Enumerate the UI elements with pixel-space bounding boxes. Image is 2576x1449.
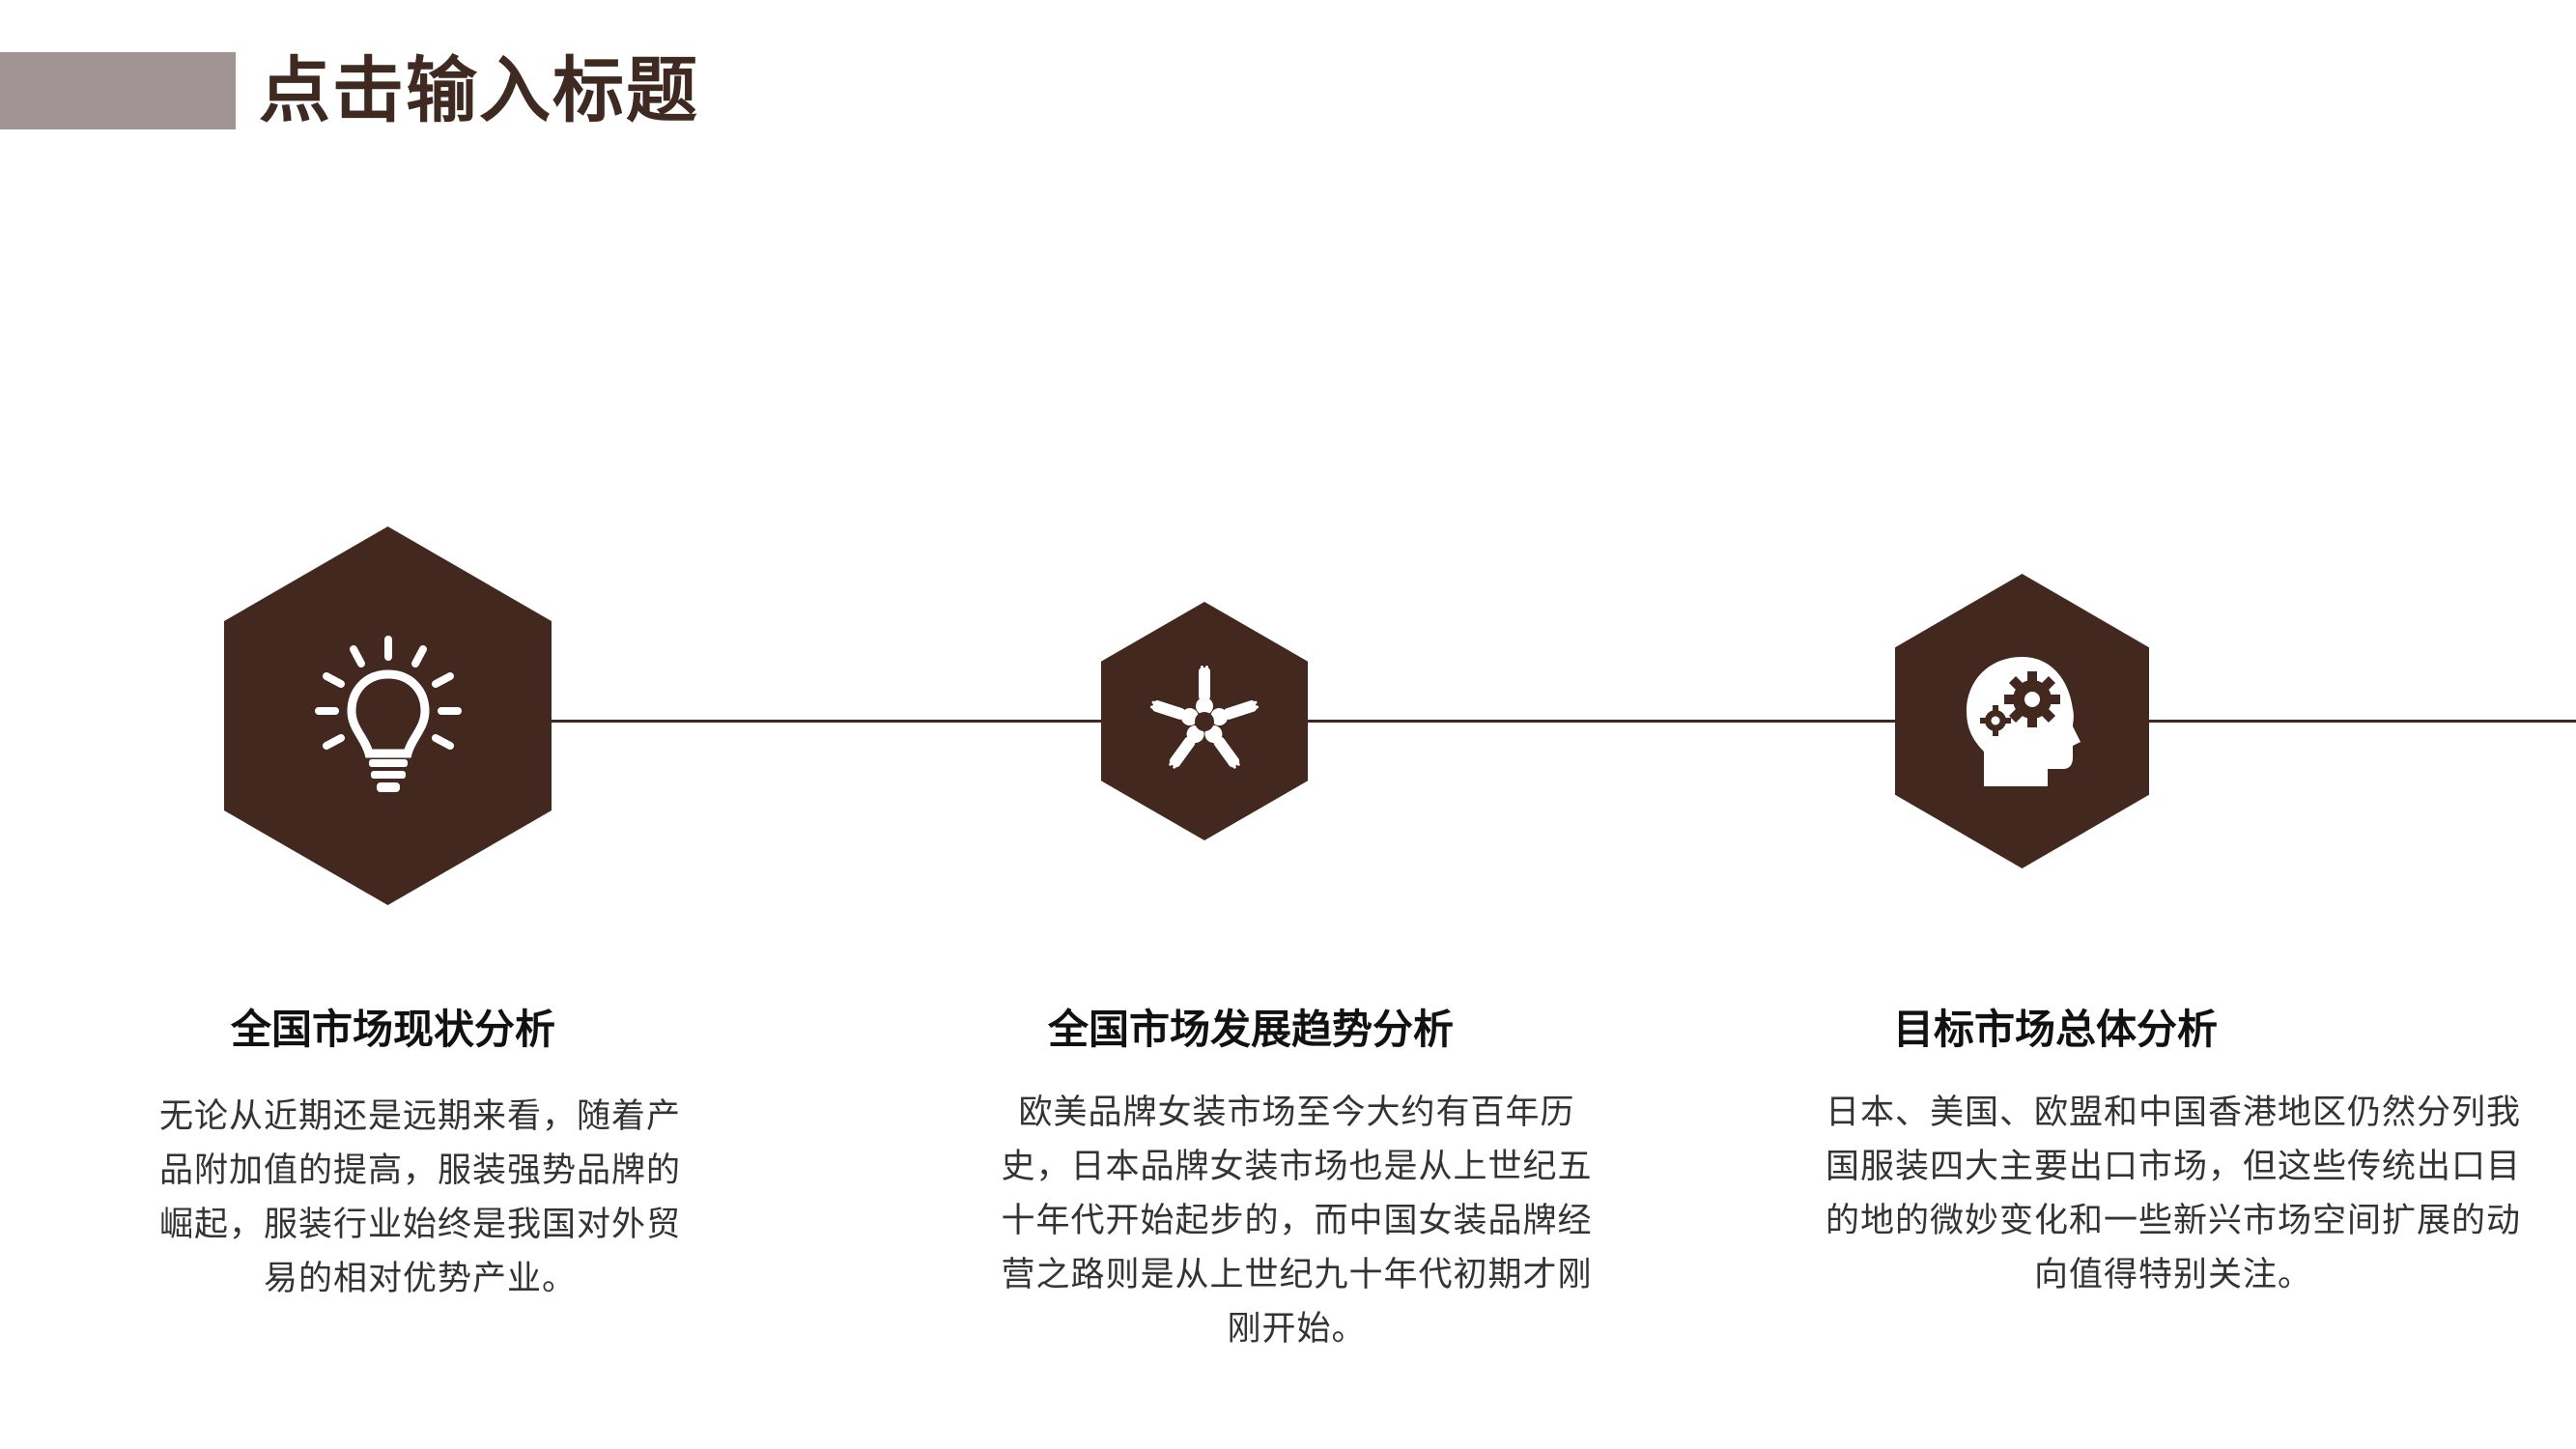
item-title-target-market: 目标市场总体分析 [1893, 1006, 2219, 1053]
item-text-market-trend: 欧美品牌女装市场至今大约有百年历史，日本品牌女装市场也是从上世纪五十年代开始起步… [1001, 1094, 1593, 1349]
page-title: 点击输入标题 [259, 49, 699, 132]
item-title-market-status: 全国市场现状分析 [231, 1006, 556, 1053]
item-text-market-status: 无论从近期还是远期来看，随着产品附加值的提高，服装强势品牌的崛起，服装行业始终是… [158, 1097, 681, 1298]
hexagon-2 [1101, 602, 1308, 840]
item-title-market-trend: 全国市场发展趋势分析 [1048, 1006, 1455, 1053]
title-accent-bar [0, 52, 236, 129]
lightbulb-icon [314, 636, 462, 792]
timeline-line [541, 720, 2576, 723]
teamwork-hands-icon [1149, 665, 1260, 769]
hexagon-3 [1895, 574, 2149, 868]
head-gears-icon [1966, 656, 2081, 786]
item-text-target-market: 日本、美国、欧盟和中国香港地区仍然分列我国服装四大主要出口市场，但这些传统出口目… [1826, 1094, 2522, 1294]
hexagon-1 [224, 526, 552, 905]
